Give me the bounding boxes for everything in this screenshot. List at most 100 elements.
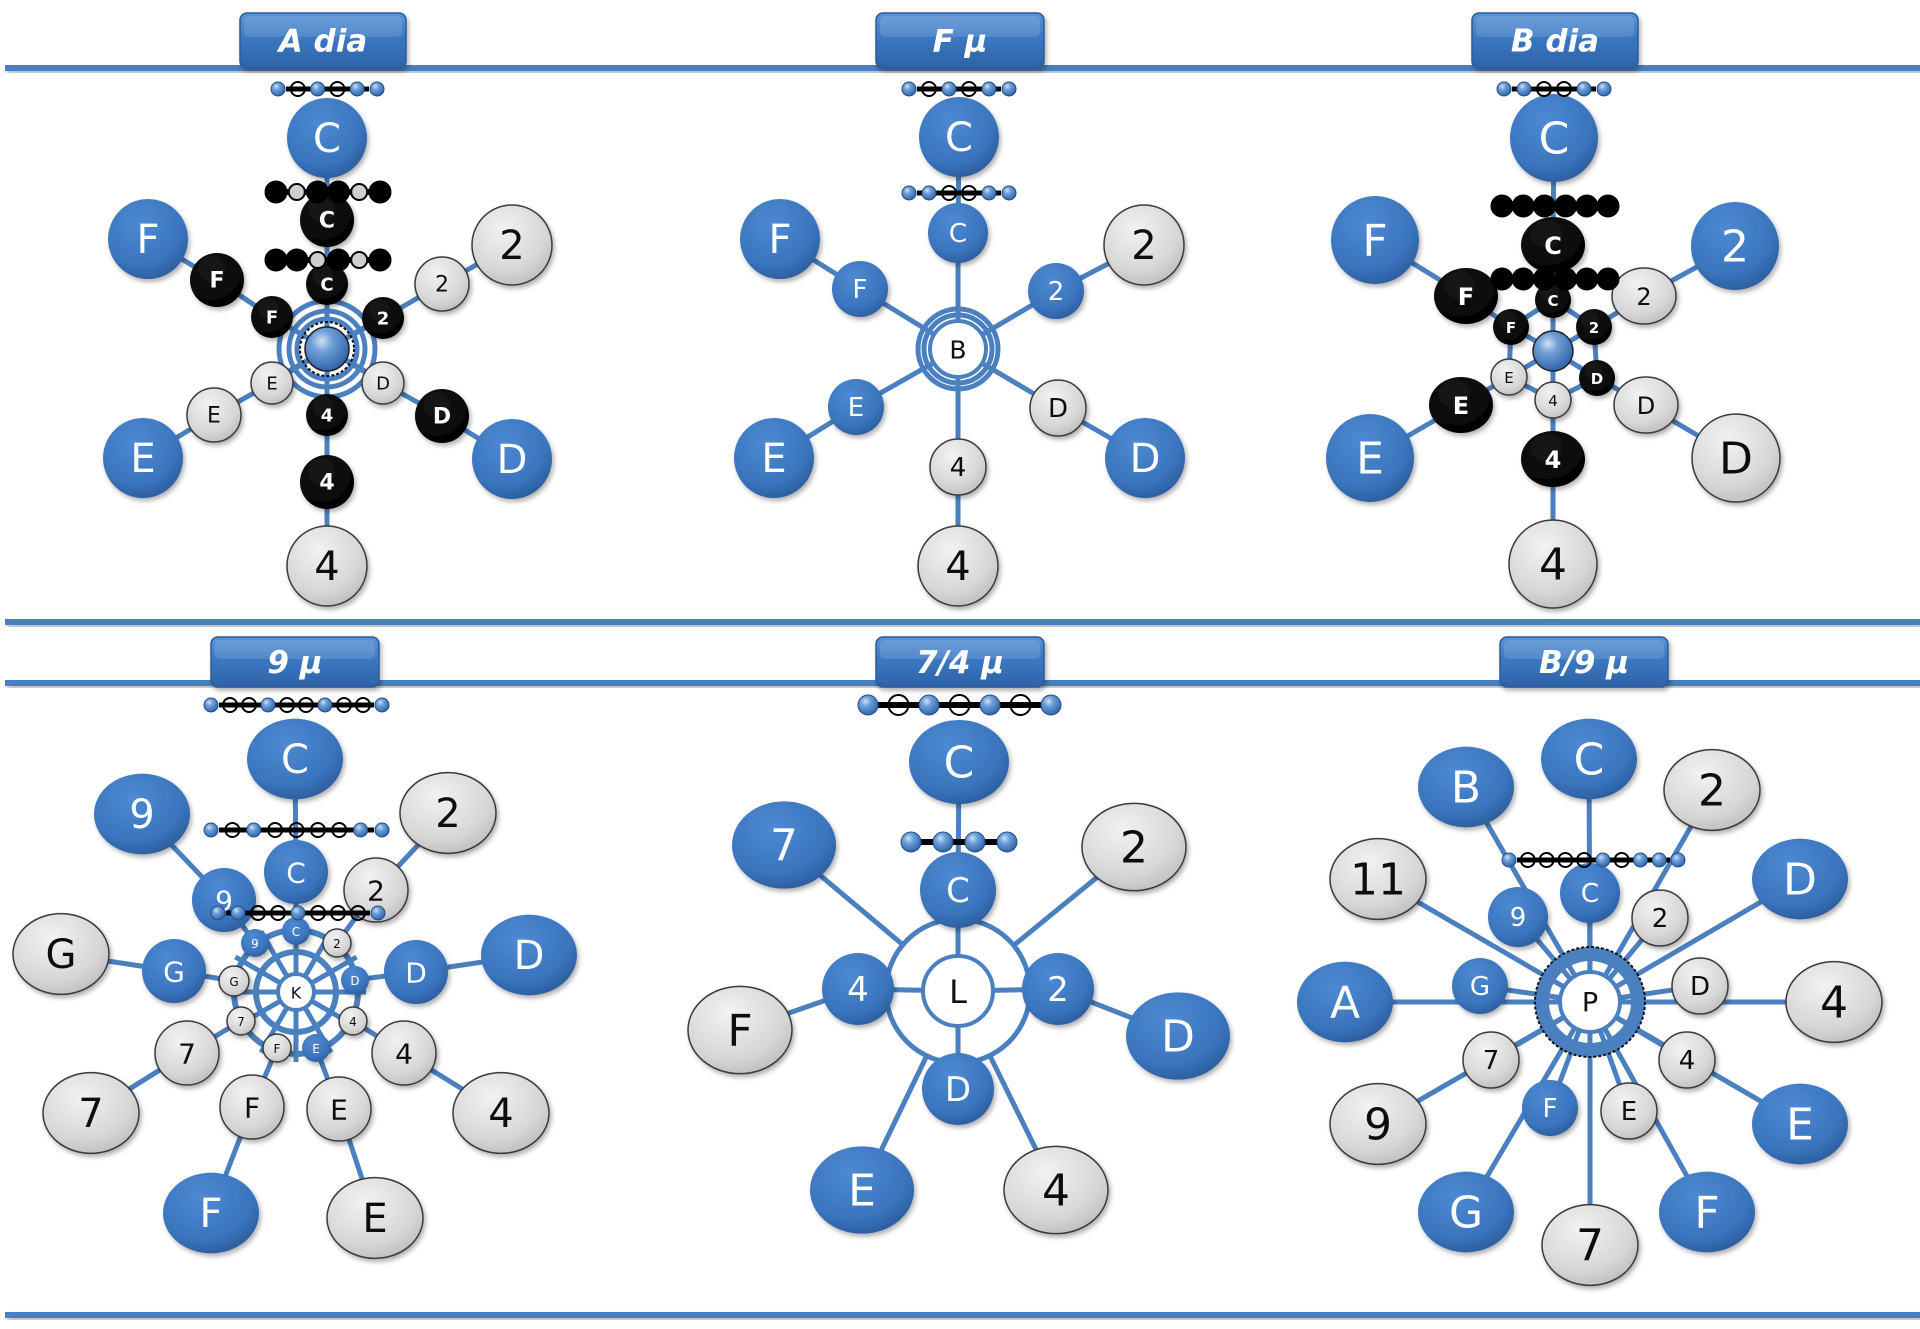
node-label: E: [848, 1166, 876, 1217]
node: C: [909, 720, 1009, 804]
bead: [1536, 81, 1552, 97]
node: 4: [306, 394, 348, 436]
node-black: [1579, 360, 1615, 396]
node-grey: [414, 256, 470, 312]
node-grey: [250, 361, 294, 405]
node-label: C: [1539, 114, 1570, 165]
bead: [349, 81, 365, 97]
node-grey: [1508, 519, 1598, 609]
node-label: 4: [349, 1015, 357, 1029]
node-label: 4: [847, 970, 869, 1010]
node-label: D: [1637, 392, 1655, 420]
bead-bar: [857, 694, 1062, 716]
node: G: [1452, 958, 1508, 1014]
node-grey: [12, 912, 110, 996]
bead: [1496, 81, 1512, 97]
node: F: [251, 296, 293, 338]
node: G: [218, 965, 250, 997]
node-black: [306, 263, 348, 305]
node-blue: [1331, 196, 1419, 284]
node: E: [306, 1076, 372, 1142]
node-label: 2: [1698, 766, 1726, 817]
node-blue: [734, 418, 814, 498]
node-label: D: [1719, 434, 1753, 485]
node-grey: [262, 1033, 292, 1063]
bead: [374, 697, 390, 713]
node-grey: [1490, 358, 1528, 396]
node-grey: [1081, 802, 1187, 892]
node-grey: [154, 1020, 220, 1086]
node: 2: [399, 771, 497, 855]
hub-circle: [928, 319, 988, 379]
node-label: D: [433, 405, 451, 430]
bead: [370, 905, 386, 921]
node: F: [163, 1172, 259, 1254]
node-blue: [163, 1172, 259, 1254]
hub-dashed-ring: [299, 321, 355, 377]
node-black: [306, 394, 348, 436]
panel-title: B dia: [1511, 24, 1599, 60]
bead: [330, 905, 346, 921]
title-tab-background: [875, 12, 1045, 69]
node-label: F: [199, 1191, 222, 1237]
node-label: G: [163, 956, 185, 989]
node-label: C: [320, 275, 333, 296]
node: 7: [226, 1006, 256, 1036]
bead: [203, 822, 219, 838]
node-grey: [322, 928, 352, 958]
hub-circle: [921, 954, 995, 1028]
node: C: [1521, 217, 1585, 273]
node-blue: [919, 97, 999, 177]
node-black: [251, 296, 293, 338]
node-label: D: [514, 933, 545, 979]
bead: [1613, 852, 1630, 868]
bead: [309, 822, 326, 838]
bead: [981, 185, 997, 201]
bead: [267, 822, 284, 838]
node-grey: [471, 204, 553, 286]
node: F: [262, 1033, 292, 1063]
node-grey: [218, 965, 250, 997]
node-label: C: [319, 209, 335, 234]
node-grey: [687, 985, 793, 1075]
bead: [948, 694, 971, 716]
bead-bars: [1490, 81, 1620, 291]
node-grey: [219, 1074, 285, 1140]
panel-title: 9 μ: [267, 645, 322, 681]
node-grey: [1658, 1031, 1716, 1089]
node: 2: [1022, 953, 1094, 1025]
node-grey: [1611, 267, 1677, 325]
node-label: 4: [1820, 978, 1848, 1029]
title-tab-background: [875, 636, 1045, 688]
node: 7: [1541, 1203, 1639, 1287]
node: A: [1297, 961, 1393, 1043]
bead: [932, 831, 954, 853]
node-label: F: [768, 217, 791, 263]
node-label: 9: [1364, 1100, 1392, 1151]
bead: [1490, 194, 1514, 218]
bead-bars: [901, 81, 1017, 201]
node-label: 2: [333, 937, 341, 951]
node-label: D: [1591, 370, 1603, 388]
node-label: F: [244, 1092, 260, 1125]
node: E: [186, 387, 242, 443]
node-label: E: [1786, 1100, 1814, 1151]
node: 7: [732, 801, 836, 889]
node: 9: [241, 929, 269, 957]
node: E: [810, 1146, 914, 1234]
node: G: [142, 939, 206, 1003]
node-blue: [1452, 958, 1508, 1014]
title-tab-background: [1471, 12, 1639, 69]
bead-bar: [1490, 194, 1620, 218]
bead: [355, 697, 371, 713]
node-label: 2: [1721, 222, 1749, 273]
node: E: [250, 361, 294, 405]
row-divider: [5, 619, 1920, 625]
bead: [270, 81, 286, 97]
node: C: [1560, 863, 1620, 923]
node-grey: [399, 771, 497, 855]
node-grey: [1003, 1145, 1109, 1235]
